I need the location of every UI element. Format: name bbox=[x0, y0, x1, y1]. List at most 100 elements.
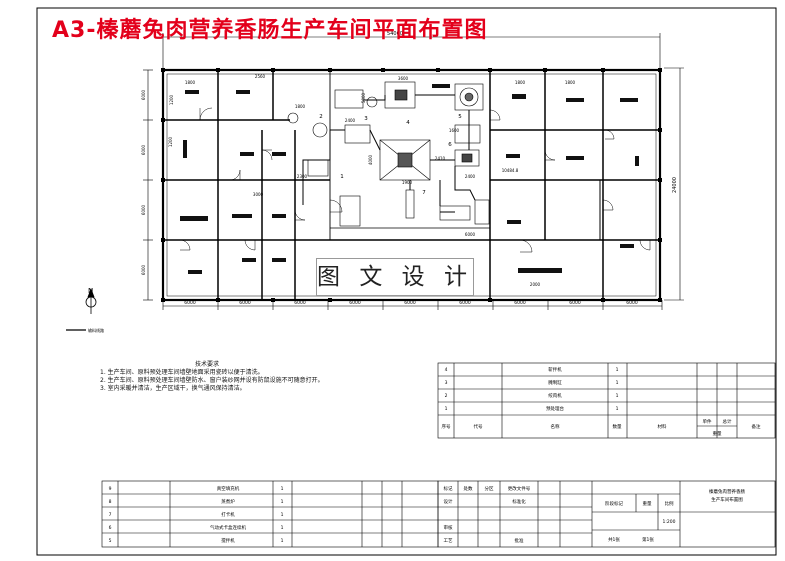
svg-text:6000: 6000 bbox=[239, 300, 251, 306]
equipment-table-text: 4 斩拌机 1 3 腌制缸 1 2 绞肉机 1 1 预处理台 1 序号 代号 名… bbox=[442, 366, 761, 437]
svg-text:序号: 序号 bbox=[442, 423, 451, 430]
svg-text:单件: 单件 bbox=[703, 418, 712, 425]
svg-text:1: 1 bbox=[281, 512, 284, 518]
svg-text:6000: 6000 bbox=[569, 300, 581, 306]
svg-text:2000: 2000 bbox=[530, 282, 541, 287]
svg-text:6000: 6000 bbox=[404, 300, 416, 306]
svg-text:2300: 2300 bbox=[297, 174, 308, 179]
svg-text:1: 1 bbox=[281, 499, 284, 505]
drawing-name-line2: 生产车间布置图 bbox=[711, 496, 743, 503]
svg-text:重量: 重量 bbox=[643, 500, 652, 507]
svg-text:打卡机: 打卡机 bbox=[221, 511, 235, 518]
svg-text:6000: 6000 bbox=[349, 300, 361, 306]
svg-text:4000: 4000 bbox=[368, 154, 373, 165]
svg-text:比例: 比例 bbox=[665, 500, 674, 507]
doors bbox=[179, 107, 651, 253]
svg-text:工艺: 工艺 bbox=[444, 538, 453, 544]
svg-text:标准化: 标准化 bbox=[512, 498, 526, 505]
watermark-stamp: 图 文 设 计 bbox=[316, 258, 474, 296]
overall-depth-label: 24000 bbox=[672, 177, 678, 193]
svg-text:审核: 审核 bbox=[444, 524, 453, 531]
svg-text:1800: 1800 bbox=[565, 80, 576, 85]
svg-text:斩拌机: 斩拌机 bbox=[548, 366, 562, 373]
note-line: 3. 室内采暖并清洁，生产区域干，换气通风保持清洁。 bbox=[100, 385, 246, 392]
svg-text:5000: 5000 bbox=[361, 92, 366, 103]
north-label: N bbox=[88, 287, 93, 295]
svg-text:1900: 1900 bbox=[402, 180, 413, 185]
svg-text:1: 1 bbox=[281, 538, 284, 544]
svg-text:6000: 6000 bbox=[514, 300, 526, 306]
left-dimension-chain bbox=[143, 69, 153, 301]
equipment-blocks bbox=[180, 84, 639, 274]
svg-text:6: 6 bbox=[448, 142, 452, 148]
bottom-dimension-chain bbox=[162, 300, 663, 310]
overall-width-label: 54000 bbox=[387, 31, 403, 37]
svg-text:2400: 2400 bbox=[465, 174, 476, 179]
svg-text:总计: 总计 bbox=[723, 418, 732, 425]
svg-text:7: 7 bbox=[109, 512, 112, 518]
svg-text:6: 6 bbox=[109, 525, 112, 531]
column-marks bbox=[161, 68, 662, 302]
legend-label: 输料线路 bbox=[88, 327, 104, 333]
svg-text:备注: 备注 bbox=[752, 423, 761, 430]
svg-text:绞肉机: 绞肉机 bbox=[548, 392, 562, 399]
svg-text:1800: 1800 bbox=[515, 80, 526, 85]
svg-text:1600: 1600 bbox=[449, 128, 460, 133]
notes-heading: 技术要求 bbox=[195, 361, 220, 368]
title-block bbox=[437, 480, 776, 548]
svg-text:名称: 名称 bbox=[551, 423, 560, 430]
title-block-text: 标记 处数 分区 更改文件号 设计 标准化 审核 工艺 批准 阶段标记 重量 比… bbox=[444, 485, 746, 544]
note-line: 1. 生产车间、原料预处理车间墙壁地面采用瓷砖以便于清洗。 bbox=[100, 369, 264, 376]
svg-text:批准: 批准 bbox=[515, 537, 524, 544]
svg-text:代号: 代号 bbox=[474, 423, 483, 430]
svg-text:预处理台: 预处理台 bbox=[546, 405, 564, 412]
svg-text:5: 5 bbox=[458, 114, 462, 120]
svg-text:6000: 6000 bbox=[626, 300, 638, 306]
svg-text:1: 1 bbox=[616, 380, 619, 386]
svg-text:2: 2 bbox=[445, 393, 448, 399]
svg-text:1800: 1800 bbox=[295, 104, 306, 109]
svg-text:腌制缸: 腌制缸 bbox=[548, 379, 562, 386]
svg-text:共1张: 共1张 bbox=[608, 536, 620, 543]
svg-text:6000: 6000 bbox=[141, 264, 146, 275]
svg-text:处数: 处数 bbox=[464, 485, 473, 492]
svg-text:阶段标记: 阶段标记 bbox=[605, 500, 623, 507]
overall-depth-dimension bbox=[664, 67, 684, 301]
svg-text:6000: 6000 bbox=[141, 204, 146, 215]
technical-notes: 技术要求 1. 生产车间、原料预处理车间墙壁地面采用瓷砖以便于清洗。 2. 生产… bbox=[100, 361, 324, 393]
svg-text:1: 1 bbox=[281, 486, 284, 492]
svg-text:1: 1 bbox=[281, 525, 284, 531]
drawing-title: A3-榛蘑兔肉营养香肠生产车间平面布置图 bbox=[52, 18, 488, 43]
svg-text:2400: 2400 bbox=[345, 118, 356, 123]
svg-text:1: 1 bbox=[616, 406, 619, 412]
svg-text:分区: 分区 bbox=[485, 485, 494, 492]
svg-text:数量: 数量 bbox=[613, 423, 622, 430]
svg-text:重量: 重量 bbox=[713, 430, 722, 437]
svg-text:9: 9 bbox=[109, 486, 112, 492]
sheet-border bbox=[36, 7, 777, 556]
svg-text:3: 3 bbox=[364, 116, 368, 122]
svg-text:蒸煮炉: 蒸煮炉 bbox=[221, 498, 235, 505]
svg-text:7: 7 bbox=[422, 190, 426, 196]
note-line: 2. 生产车间、原料预处理车间墙壁防水、窗户装纱网并设有防鼠设施不可随意打开。 bbox=[100, 377, 324, 384]
svg-text:3000: 3000 bbox=[253, 192, 264, 197]
svg-text:5: 5 bbox=[109, 538, 112, 544]
svg-text:4: 4 bbox=[406, 120, 410, 126]
svg-text:搅拌机: 搅拌机 bbox=[221, 537, 235, 544]
room-numbers: 1 2 3 4 5 6 7 bbox=[319, 114, 462, 196]
svg-text:10484.8: 10484.8 bbox=[502, 168, 519, 173]
svg-text:1800: 1800 bbox=[185, 80, 196, 85]
svg-text:6000: 6000 bbox=[459, 300, 471, 306]
svg-text:真空填充机: 真空填充机 bbox=[217, 485, 240, 492]
svg-text:8: 8 bbox=[109, 499, 112, 505]
svg-text:第1张: 第1张 bbox=[642, 536, 654, 543]
drawing-name-line1: 榛蘑兔肉营养香肠 bbox=[709, 488, 745, 495]
svg-text:6000: 6000 bbox=[141, 144, 146, 155]
svg-text:6000: 6000 bbox=[141, 89, 146, 100]
svg-text:标记: 标记 bbox=[444, 485, 453, 492]
svg-text:3600: 3600 bbox=[398, 76, 409, 81]
svg-text:2: 2 bbox=[319, 114, 323, 120]
svg-text:2560: 2560 bbox=[255, 74, 266, 79]
svg-text:1: 1 bbox=[616, 393, 619, 399]
